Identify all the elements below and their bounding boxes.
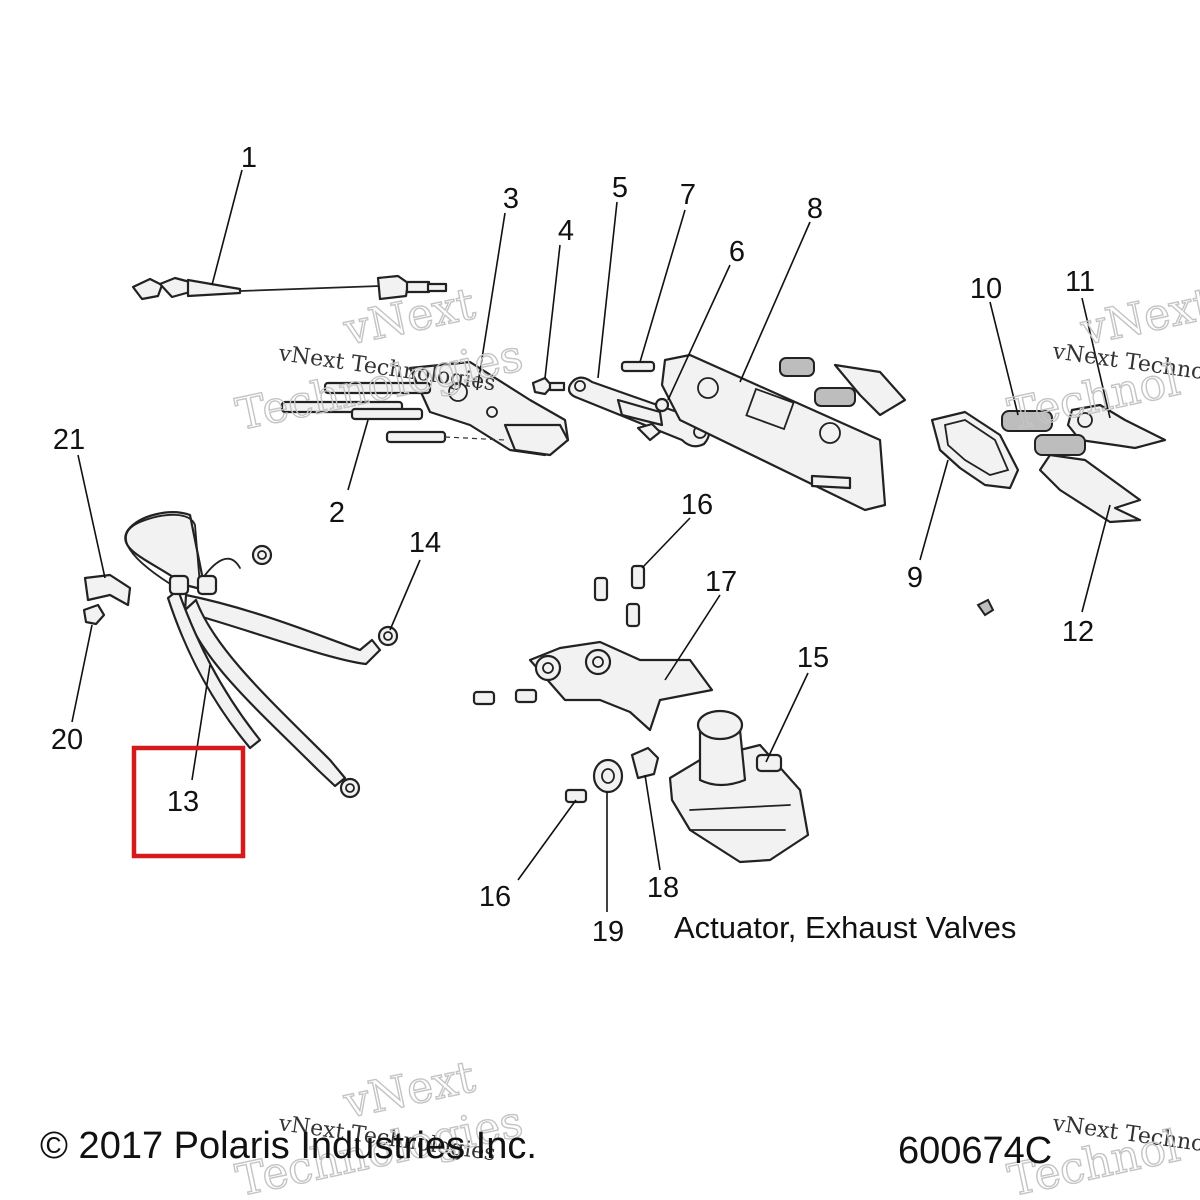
callout-15[interactable]: 15 (797, 642, 829, 674)
callout-16-lower[interactable]: 16 (479, 881, 511, 913)
callout-16-upper[interactable]: 16 (681, 489, 713, 521)
part-18-cap[interactable] (630, 746, 660, 780)
callout-7[interactable]: 7 (680, 179, 696, 211)
part-10-spring[interactable] (1001, 410, 1053, 432)
part-13-hose[interactable] (124, 511, 382, 788)
part-5-link-arm[interactable] (567, 376, 711, 448)
part-15-actuator[interactable] (668, 709, 810, 864)
callout-20[interactable]: 20 (51, 724, 83, 756)
hose-clamp-top[interactable] (251, 544, 273, 566)
part-16-screw-lower[interactable] (564, 788, 588, 804)
callout-19[interactable]: 19 (592, 916, 624, 948)
part-8-plate[interactable] (660, 353, 907, 512)
callout-labels: 1 2 3 4 5 6 7 8 9 10 11 12 13 14 15 16 1… (51, 142, 1095, 948)
callout-18[interactable]: 18 (647, 872, 679, 904)
part-12-lever[interactable] (1034, 434, 1142, 524)
callout-2[interactable]: 2 (329, 497, 345, 529)
part-16-screws-upper[interactable] (472, 564, 646, 706)
callout-14[interactable]: 14 (409, 527, 441, 559)
callout-13[interactable]: 13 (167, 786, 199, 818)
callout-21[interactable]: 21 (53, 424, 85, 456)
part-1-cable[interactable] (131, 274, 448, 301)
callout-10[interactable]: 10 (970, 273, 1002, 305)
part-14-clamp[interactable] (377, 625, 399, 647)
callout-1[interactable]: 1 (241, 142, 257, 174)
highlight-box-callout-13 (131, 745, 246, 859)
callout-12[interactable]: 12 (1062, 616, 1094, 648)
callout-9[interactable]: 9 (907, 562, 923, 594)
part-2-bolts[interactable] (280, 381, 506, 444)
part-7-pin[interactable] (620, 360, 656, 373)
callout-4[interactable]: 4 (558, 215, 574, 247)
part-3-housing[interactable] (408, 360, 570, 457)
part-21-clip[interactable] (83, 573, 132, 607)
part-20-screw[interactable] (82, 603, 106, 626)
part-4-bolt[interactable] (531, 376, 566, 396)
part-17-bracket[interactable] (528, 640, 714, 732)
callout-17[interactable]: 17 (705, 566, 737, 598)
part-19-grommet[interactable] (592, 758, 624, 794)
leader-lines (71, 169, 1111, 912)
copyright-text: © 2017 Polaris Industries Inc. (40, 1125, 537, 1167)
callout-5[interactable]: 5 (612, 172, 628, 204)
hose-clamp-bottom[interactable] (339, 777, 361, 799)
callout-6[interactable]: 6 (729, 236, 745, 268)
callout-3[interactable]: 3 (503, 183, 519, 215)
part-6-bushing[interactable] (654, 397, 670, 413)
diagram-caption: Actuator, Exhaust Valves (674, 910, 1016, 945)
small-fastener (976, 598, 995, 617)
part-9-gasket[interactable] (930, 410, 1020, 490)
callout-11[interactable]: 11 (1065, 266, 1095, 298)
callout-8[interactable]: 8 (807, 193, 823, 225)
diagram-number: 600674C (898, 1130, 1052, 1172)
